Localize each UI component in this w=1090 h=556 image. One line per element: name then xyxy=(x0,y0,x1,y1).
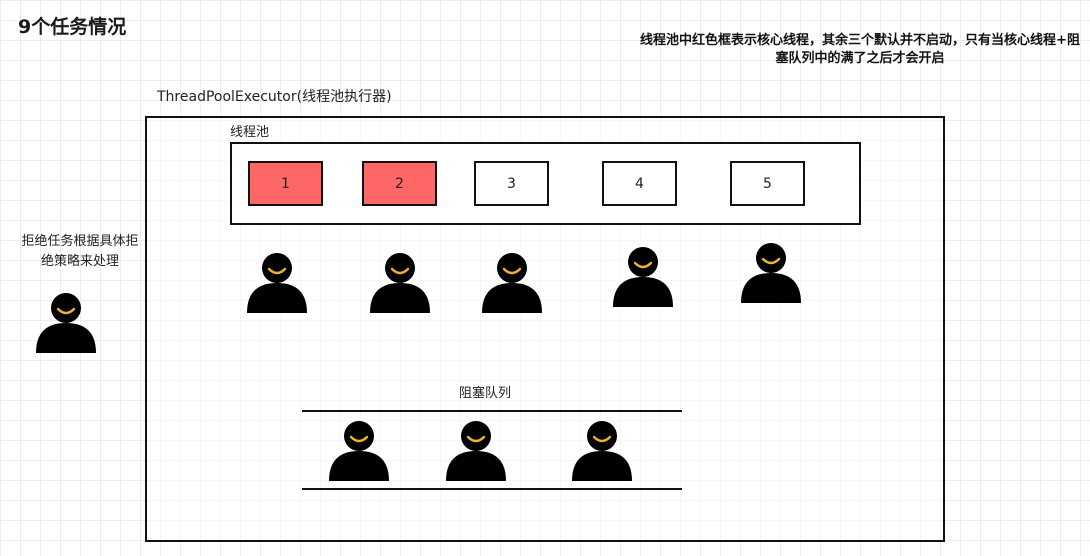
thread-box-1: 1 xyxy=(248,161,323,206)
explanation-note: 线程池中红色框表示核心线程，其余三个默认并不启动，只有当核心线程+阻塞队列中的满… xyxy=(640,33,1080,66)
thread-pool-label: 线程池 xyxy=(230,125,270,140)
person-task-icon xyxy=(482,253,542,313)
thread-box-5: 5 xyxy=(730,161,805,206)
person-task-icon xyxy=(370,253,430,313)
diagram-title: 9个任务情况 xyxy=(18,16,127,38)
person-task-icon xyxy=(36,293,96,353)
executor-label: ThreadPoolExecutor(线程池执行器) xyxy=(157,89,392,105)
person-task-icon xyxy=(446,421,506,481)
queue-bottom-line xyxy=(302,488,682,490)
person-task-icon xyxy=(329,421,389,481)
thread-box-2: 2 xyxy=(362,161,437,206)
thread-box-3: 3 xyxy=(474,161,549,206)
queue-top-line xyxy=(302,410,682,412)
thread-box-4: 4 xyxy=(602,161,677,206)
person-task-icon xyxy=(741,243,801,303)
person-task-icon xyxy=(572,421,632,481)
person-task-icon xyxy=(613,247,673,307)
reject-policy-text: 拒绝任务根据具体拒绝策略来处理 xyxy=(21,234,139,269)
person-task-icon xyxy=(247,253,307,313)
blocking-queue-label: 阻塞队列 xyxy=(458,386,511,401)
